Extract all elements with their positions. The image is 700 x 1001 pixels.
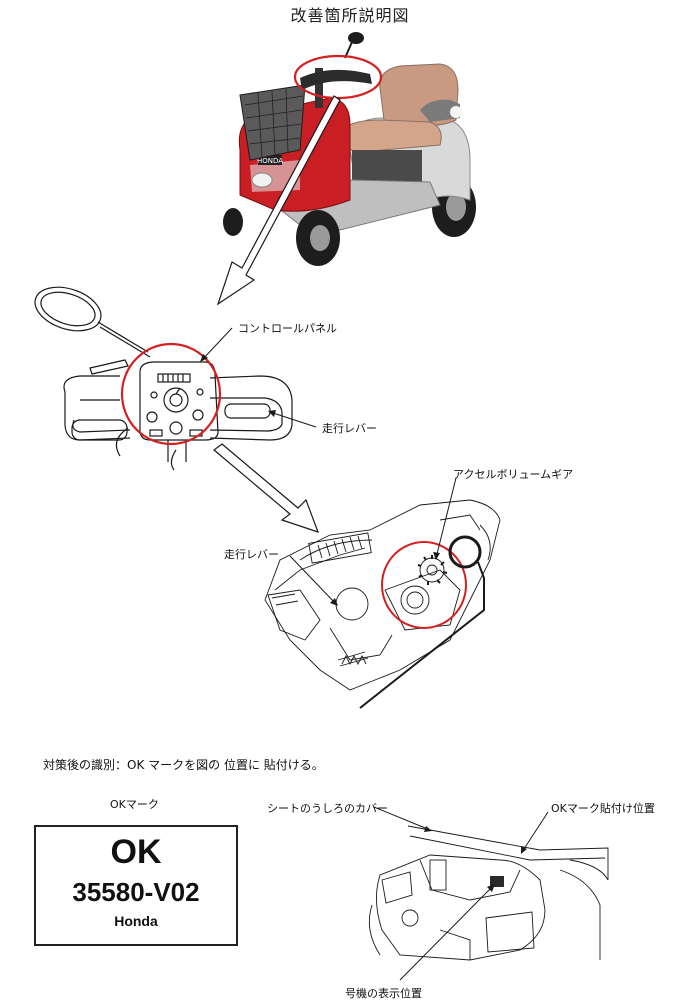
spring — [341, 654, 367, 666]
label-accel-gear: アクセルボリュームギア — [453, 468, 574, 481]
rear-light-left — [381, 871, 413, 904]
drive-lever-left — [89, 359, 129, 375]
mirror-arm — [97, 321, 149, 353]
handlebar — [300, 69, 372, 90]
mirror — [348, 32, 364, 44]
volume-gear-teeth — [417, 555, 448, 585]
seat-pedestal — [352, 150, 422, 185]
label-control-panel: コントロールパネル — [238, 322, 337, 335]
handlebar-drawing — [34, 286, 293, 471]
tiller — [315, 68, 323, 108]
label-serial-position: 号機の表示位置 — [345, 987, 422, 1000]
ok-mark-placement — [490, 876, 504, 887]
label-drive-lever-2: 走行レバー — [224, 548, 279, 561]
leader-arrowhead-control-panel — [200, 354, 208, 362]
seat-top — [407, 825, 609, 880]
label-drive-lever-1: 走行レバー — [322, 422, 377, 435]
badge-plate — [258, 155, 282, 165]
lever-pivot — [335, 587, 369, 621]
instruction-text: 対策後の識別：OK マークを図の 位置に 貼付ける。 — [43, 758, 324, 772]
leader-accel-gear — [435, 477, 457, 559]
page-title: 改善箇所説明図 — [290, 6, 410, 25]
leader-serial-position — [399, 885, 494, 981]
rear-light-right — [485, 911, 535, 953]
control-panel-body — [139, 361, 219, 441]
rear-wheel-hub — [446, 193, 466, 221]
grip-left — [71, 419, 128, 441]
speed-dial — [163, 387, 189, 413]
grip-right — [224, 403, 271, 419]
rear-cover — [376, 854, 546, 961]
leader-arrowhead-serial-position — [487, 884, 495, 892]
scooter-badge: HONDA — [257, 157, 283, 165]
zoom-arrow-1 — [216, 95, 341, 306]
cover-bracket — [429, 859, 447, 891]
housing-outline — [264, 499, 501, 691]
scooter-illustration: HONDA — [223, 32, 476, 266]
ok-mark-brand: Honda — [114, 913, 158, 929]
basket — [239, 84, 306, 161]
label-ok-mark: OKマーク — [110, 798, 159, 811]
rear-wheel-hub-left — [401, 909, 419, 927]
lever-housing — [308, 532, 372, 564]
highlight-circle-accel-gear — [381, 541, 467, 629]
front-wheel-left — [223, 208, 243, 236]
headlight — [251, 172, 273, 188]
inspection-loupe-handle — [359, 561, 485, 709]
rear-fender-right — [559, 869, 601, 960]
leader-arrowhead-drive-lever-1 — [268, 410, 276, 417]
armrest — [420, 99, 460, 122]
hatching — [317, 535, 363, 559]
label-ok-mark-position: OKマーク貼付け位置 — [551, 802, 655, 815]
volume-gear-lower — [400, 585, 430, 615]
highlight-circle-control-panel — [120, 342, 222, 446]
ok-mark-sticker: OK 35580-V02 Honda — [34, 825, 238, 946]
leader-arrowhead-accel-gear — [433, 552, 440, 560]
bar-right — [209, 375, 293, 441]
mechanism-drawing — [264, 499, 501, 691]
armrest-light — [450, 106, 462, 118]
leader-arrowhead-seat-back-cover — [424, 826, 432, 832]
ok-mark-big-text: OK — [110, 833, 162, 871]
battery-meter — [157, 373, 191, 383]
leader-ok-mark-position — [521, 811, 549, 853]
leader-arrowhead-ok-mark-position — [521, 846, 527, 854]
leader-drive-lever-2 — [289, 555, 337, 605]
leader-arrowhead-drive-lever-2 — [330, 598, 338, 606]
leader-seat-back-cover — [373, 806, 431, 831]
inspection-loupe — [448, 535, 482, 569]
basket-mesh — [244, 87, 304, 159]
seat-cover-drawing — [368, 825, 609, 961]
zoom-arrow-2 — [213, 443, 320, 533]
key-switch — [169, 421, 183, 435]
mirror-outline — [34, 286, 102, 332]
leader-control-panel — [201, 327, 233, 361]
lever-body — [267, 589, 321, 641]
front-wheel-hub — [310, 225, 330, 251]
leader-drive-lever-1 — [269, 411, 317, 428]
ok-mark-part-number: 35580-V02 — [72, 877, 200, 907]
bar-left — [63, 375, 120, 393]
label-seat-back-cover: シートのうしろのカバー — [267, 802, 388, 815]
